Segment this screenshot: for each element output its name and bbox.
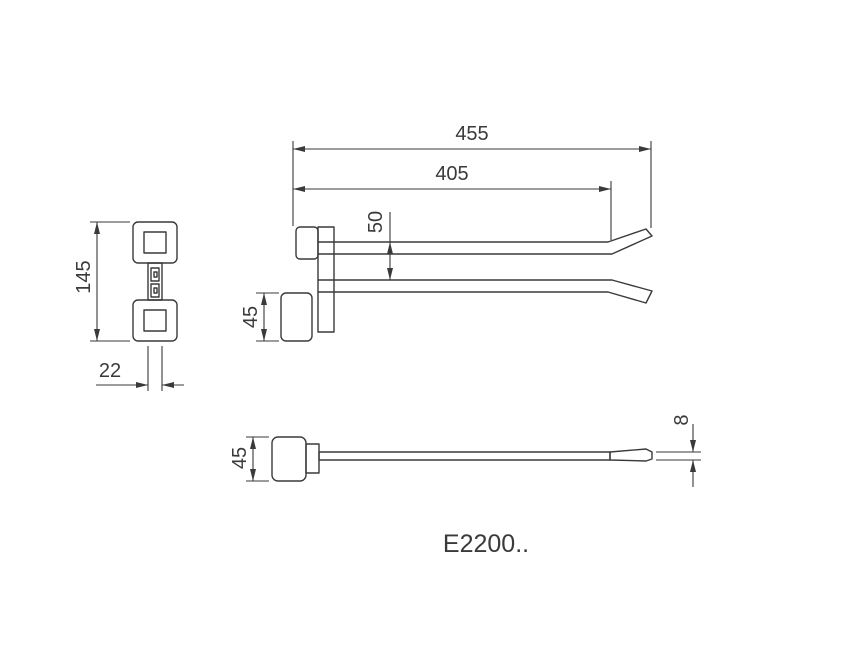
dim-label-plan-mount-height: 45 (240, 306, 262, 328)
dim-label-arm-length: 405 (435, 163, 468, 185)
plan-bottom-rosette (280, 292, 313, 342)
dim-front-height: 145 (73, 221, 130, 342)
side-rosette (271, 436, 307, 482)
model-number-label: E2200.. (443, 530, 529, 558)
front-bottom-plate-inner (143, 309, 167, 332)
side-view-drawing (271, 436, 653, 482)
dim-arm-length: 405 (293, 163, 612, 240)
side-bar (318, 451, 611, 461)
dim-label-front-width: 22 (99, 360, 121, 382)
dim-bar-thickness: 8 (656, 414, 701, 487)
front-bottom-plate (132, 299, 178, 342)
dim-label-bar-thickness: 8 (671, 414, 693, 425)
dim-label-total-length: 455 (455, 123, 488, 145)
dim-front-width: 22 (96, 346, 184, 391)
plan-lower-arm (333, 279, 653, 304)
front-arm-slot-upper (153, 271, 158, 278)
front-arm-slot-lower (153, 287, 158, 294)
front-arm-section-lower (150, 283, 160, 298)
side-hub (305, 443, 320, 474)
front-view-drawing (132, 221, 178, 342)
plan-view-drawing (280, 226, 653, 342)
front-top-plate (132, 221, 178, 264)
side-bar-tip (609, 448, 653, 462)
dim-label-front-height: 145 (73, 260, 95, 293)
dim-label-side-mount-height: 45 (229, 447, 251, 469)
dim-total-length: 455 (292, 123, 652, 228)
front-arm-section-upper (150, 267, 160, 282)
plan-top-rosette (295, 226, 319, 260)
front-top-plate-inner (143, 231, 167, 254)
dim-label-arm-spacing: 50 (365, 211, 387, 233)
dim-side-mount-height: 45 (229, 436, 269, 482)
dim-plan-mount-height: 45 (240, 292, 279, 342)
plan-post-divisions (317, 241, 335, 293)
dim-arm-spacing: 50 (365, 211, 393, 280)
plan-upper-arm (333, 228, 653, 255)
